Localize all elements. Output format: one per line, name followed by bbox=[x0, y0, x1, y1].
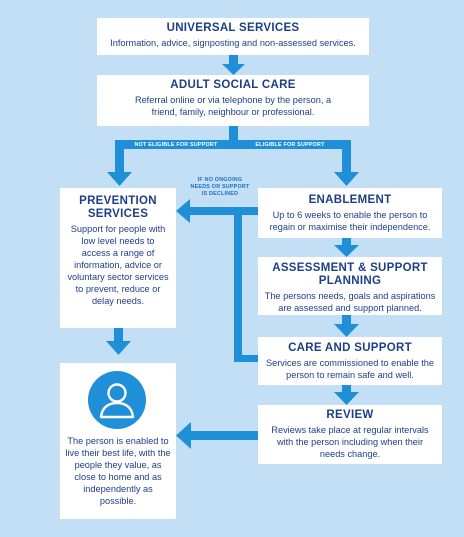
arrow-adult-branch bbox=[107, 126, 359, 186]
prevention-services-box: PREVENTION SERVICES Support for people w… bbox=[60, 188, 176, 328]
label-eligible: ELIGIBLE FOR SUPPORT bbox=[255, 142, 325, 148]
arrow-universal-to-adult bbox=[222, 55, 245, 75]
assessment-title-line2: PLANNING bbox=[318, 275, 382, 287]
arrow-assessment-to-care bbox=[334, 315, 359, 337]
review-text: Reviews take place at regular intervals … bbox=[271, 425, 429, 459]
outcome-text: The person is enabled to live their best… bbox=[65, 436, 171, 506]
arrow-declined-to-prevention bbox=[176, 199, 258, 223]
assessment-box: ASSESSMENT & SUPPORT PLANNING The person… bbox=[258, 257, 442, 315]
universal-services-box: UNIVERSAL SERVICES Information, advice, … bbox=[97, 18, 369, 55]
prevention-title-line2: SERVICES bbox=[87, 208, 149, 220]
arrow-loop-line bbox=[234, 211, 258, 362]
review-box: REVIEW Reviews take place at regular int… bbox=[258, 405, 442, 464]
prevention-title-line1: PREVENTION bbox=[79, 195, 157, 207]
label-declined-line1: IF NO ONGOING bbox=[197, 177, 243, 183]
label-declined-line2: NEEDS OR SUPPORT bbox=[190, 184, 250, 190]
prevention-text: Support for people with low level needs … bbox=[67, 224, 169, 306]
adult-social-care-title: ADULT SOCIAL CARE bbox=[170, 79, 296, 91]
arrow-care-to-review bbox=[334, 385, 359, 405]
person-icon bbox=[88, 371, 146, 429]
label-not-eligible: NOT ELIGIBLE FOR SUPPORT bbox=[134, 142, 218, 148]
arrow-prevention-to-person bbox=[106, 328, 131, 355]
enablement-title: ENABLEMENT bbox=[308, 194, 392, 206]
universal-services-text: Information, advice, signposting and non… bbox=[110, 38, 356, 48]
adult-social-care-box: ADULT SOCIAL CARE Referral online or via… bbox=[97, 75, 369, 126]
arrow-enablement-to-assessment bbox=[334, 238, 359, 257]
care-support-text: Services are commissioned to enable the … bbox=[265, 358, 434, 380]
label-declined-line3: IS DECLINED bbox=[201, 191, 239, 197]
arrow-review-to-person bbox=[176, 422, 258, 449]
outcome-box: The person is enabled to live their best… bbox=[60, 363, 176, 519]
assessment-title-line1: ASSESSMENT & SUPPORT bbox=[272, 262, 428, 274]
enablement-text: Up to 6 weeks to enable the person to re… bbox=[269, 210, 431, 232]
enablement-box: ENABLEMENT Up to 6 weeks to enable the p… bbox=[258, 188, 442, 238]
universal-services-title: UNIVERSAL SERVICES bbox=[166, 22, 300, 34]
care-support-box: CARE AND SUPPORT Services are commission… bbox=[258, 337, 442, 385]
review-title: REVIEW bbox=[326, 409, 374, 421]
care-support-title: CARE AND SUPPORT bbox=[288, 342, 412, 354]
adult-social-care-text: Referral online or via telephone by the … bbox=[134, 95, 332, 117]
label-declined: IF NO ONGOING NEEDS OR SUPPORT IS DECLIN… bbox=[186, 177, 254, 198]
assessment-text: The persons needs, goals and aspirations… bbox=[264, 291, 436, 313]
